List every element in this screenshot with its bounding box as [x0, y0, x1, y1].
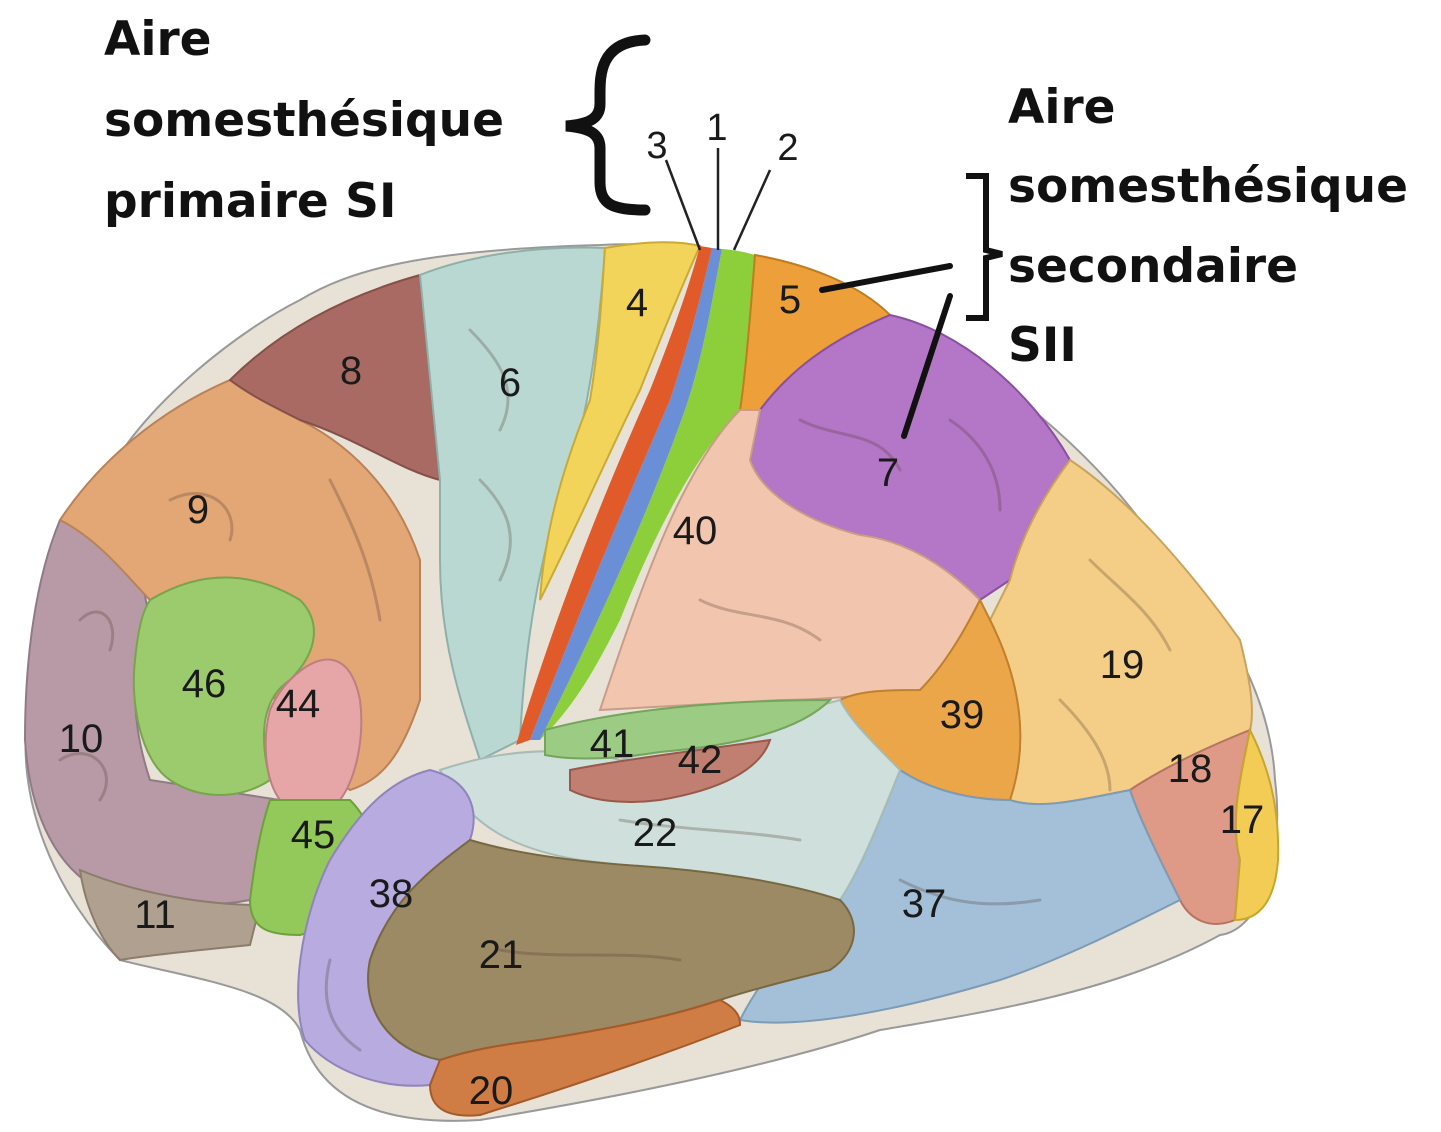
label-area-42: 42	[678, 738, 723, 782]
label-area-20: 20	[469, 1069, 514, 1113]
label-area-2: 2	[777, 127, 798, 169]
label-area-8: 8	[340, 349, 362, 393]
label-area-18: 18	[1168, 747, 1213, 791]
secondary-bracket	[966, 176, 1002, 318]
label-area-37: 37	[902, 882, 947, 926]
label-area-5: 5	[779, 278, 801, 322]
label-area-4: 4	[626, 281, 648, 325]
label-area-44: 44	[276, 682, 321, 726]
leader-line-2	[734, 170, 770, 250]
label-area-41: 41	[590, 722, 635, 766]
label-area-7: 7	[877, 451, 899, 495]
label-area-6: 6	[499, 361, 521, 405]
label-area-19: 19	[1100, 643, 1145, 687]
label-area-40: 40	[673, 509, 718, 553]
label-area-39: 39	[940, 693, 985, 737]
leader-lines	[666, 148, 770, 250]
pointer-to-area-5	[822, 266, 950, 290]
label-area-38: 38	[369, 872, 414, 916]
label-area-11: 11	[134, 893, 176, 937]
label-area-22: 22	[633, 811, 678, 855]
label-area-1: 1	[706, 107, 727, 149]
leader-line-3	[666, 160, 700, 250]
label-area-46: 46	[182, 662, 227, 706]
label-area-45: 45	[291, 813, 336, 857]
label-area-17: 17	[1220, 798, 1265, 842]
label-area-9: 9	[187, 488, 209, 532]
label-area-3: 3	[646, 125, 667, 167]
label-area-21: 21	[479, 933, 524, 977]
primary-brace	[566, 40, 645, 210]
label-area-10: 10	[59, 717, 104, 761]
